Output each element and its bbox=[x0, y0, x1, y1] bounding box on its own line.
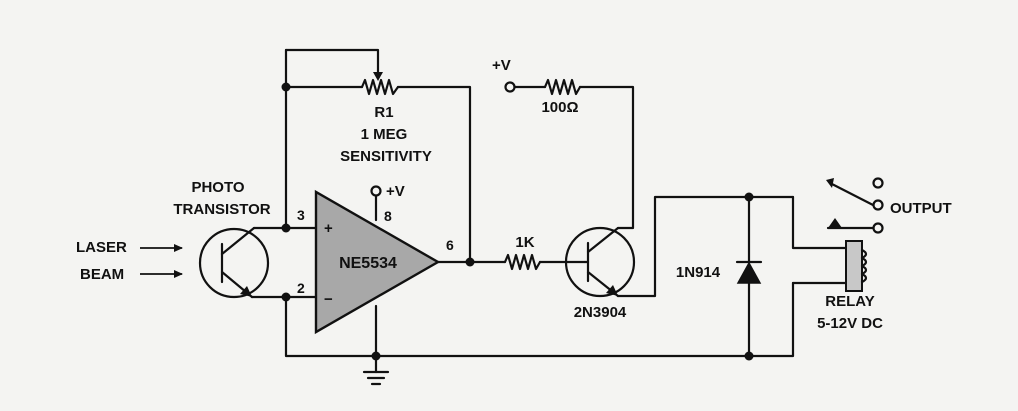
plus-sign: + bbox=[324, 220, 333, 237]
ground-icon bbox=[362, 370, 390, 386]
r1-potentiometer bbox=[360, 72, 400, 96]
supply-top-label: +V bbox=[492, 57, 511, 74]
r1-label: R1 bbox=[374, 104, 393, 121]
opamp-supply-label: +V bbox=[386, 183, 405, 200]
resistor-100ohm bbox=[543, 78, 582, 96]
res-1k-label: 1K bbox=[515, 234, 534, 251]
junction-dot bbox=[465, 257, 475, 267]
emitter2-wire bbox=[616, 195, 795, 298]
sensitivity-label: SENSITIVITY bbox=[340, 148, 432, 165]
opamp-triangle bbox=[314, 189, 441, 335]
transistor2-label: 2N3904 bbox=[574, 304, 627, 321]
photo-label: PHOTO bbox=[191, 179, 244, 196]
minus-sign: − bbox=[324, 291, 333, 308]
resistor-1k bbox=[503, 253, 542, 271]
beam-label: BEAM bbox=[80, 266, 124, 283]
opamp-label: NE5534 bbox=[339, 255, 397, 272]
transistor-label: TRANSISTOR bbox=[173, 201, 270, 218]
diode-label: 1N914 bbox=[676, 264, 721, 281]
pin3-label: 3 bbox=[297, 207, 305, 223]
junction-dot bbox=[371, 351, 381, 361]
junction-dot bbox=[744, 351, 754, 361]
relay-rating-label: 5-12V DC bbox=[817, 315, 883, 332]
pin8-label: 8 bbox=[384, 208, 392, 224]
phototransistor-symbol bbox=[198, 226, 270, 299]
junction-dot bbox=[281, 223, 291, 233]
collector2-wire bbox=[578, 85, 635, 230]
common-rail-wire bbox=[284, 281, 795, 358]
supply-top-terminal bbox=[504, 81, 516, 93]
res-100-label: 100Ω bbox=[541, 99, 578, 116]
junction-dot bbox=[281, 82, 291, 92]
relay-top-wire bbox=[791, 195, 848, 250]
diode-1n914-symbol bbox=[735, 195, 763, 358]
output-label: OUTPUT bbox=[890, 200, 952, 217]
relay-contacts bbox=[826, 177, 884, 234]
supply-terminal bbox=[370, 185, 382, 197]
pin2-label: 2 bbox=[297, 280, 305, 296]
transistor-2n3904-symbol bbox=[564, 226, 636, 298]
relay-label: RELAY bbox=[825, 293, 874, 310]
r1-value-label: 1 MEG bbox=[361, 126, 408, 143]
relay-coil-symbol bbox=[845, 240, 868, 292]
laser-label: LASER bbox=[76, 239, 127, 256]
pin6-label: 6 bbox=[446, 237, 454, 253]
